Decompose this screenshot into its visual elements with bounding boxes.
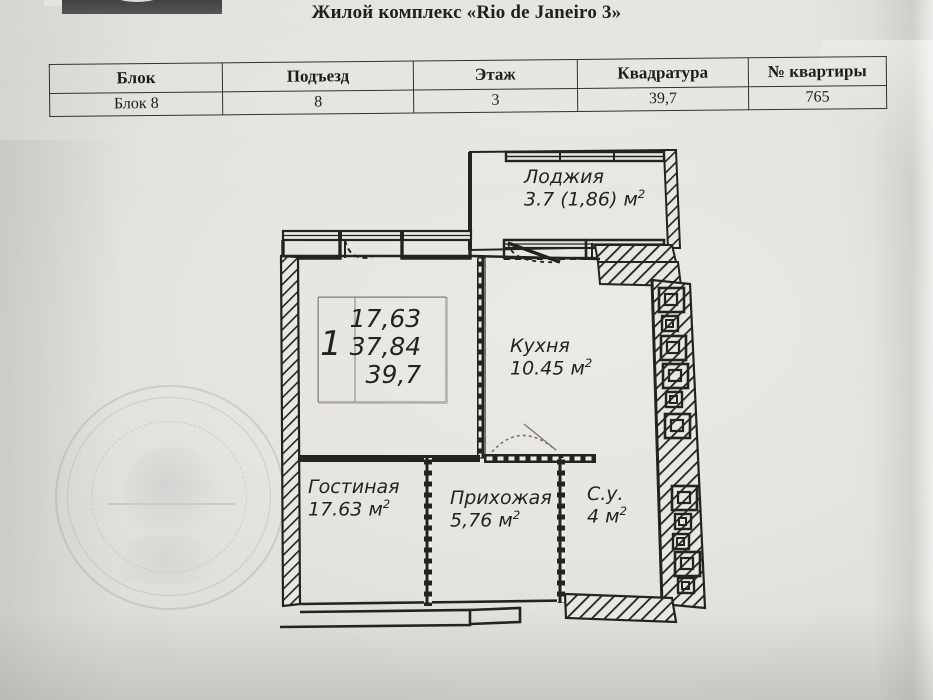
summary-area-total-living: 37,84: [349, 332, 422, 361]
stamp-emblem: [125, 447, 221, 543]
hallway-name: Прихожая: [450, 487, 552, 509]
room-label-bathroom: С.у. 4 м2: [587, 483, 627, 527]
top-window-wall: [281, 229, 473, 260]
top-clipped-object: [62, 0, 222, 14]
bathroom-area: 4 м2: [587, 504, 627, 528]
stamp-dashed-ring: [91, 421, 247, 573]
top-right-bearing-wall: [593, 244, 683, 288]
living-room-area: 17.63 м2: [308, 497, 391, 521]
apartment-summary-block: 1 17,63 37,84 39,7: [320, 305, 421, 389]
hallway-area: 5,76 м2: [450, 508, 521, 532]
ink-stamp-watermark: [55, 385, 285, 610]
page-title: Жилой комплекс «Rio de Janeiro 3»: [311, 2, 622, 23]
summary-area-living: 17,63: [349, 304, 422, 333]
rooms-count: 1: [320, 324, 342, 364]
bathroom-name: С.у.: [587, 483, 624, 505]
kitchen-name: Кухня: [510, 335, 570, 357]
room-label-loggia: Лоджия 3.7 (1,86) м2: [524, 166, 645, 210]
room-label-living-room: Гостиная 17.63 м2: [308, 476, 400, 520]
stamp-text-smudge: [101, 535, 231, 585]
summary-areas: 17,63 37,84 39,7: [350, 305, 422, 389]
stamp-inner-ring: [67, 397, 271, 596]
summary-pencil-box: [318, 297, 448, 404]
stamp-divider-line: [107, 503, 235, 505]
interior-partitions: [298, 257, 596, 606]
room-label-kitchen: Кухня 10.45 м2: [510, 335, 592, 379]
plan-geometry: [279, 148, 707, 629]
kitchen-area: 10.45 м2: [510, 356, 593, 380]
loggia-walls: [468, 148, 682, 252]
loggia-area: 3.7 (1,86) м2: [524, 187, 646, 211]
room-label-hallway: Прихожая 5,76 м2: [450, 487, 552, 531]
living-room-name: Гостиная: [308, 476, 400, 498]
bottom-right-bearing-wall: [563, 592, 678, 624]
right-wall-column-markers: [657, 286, 702, 595]
pencil-construction-lines: [317, 296, 447, 403]
summary-area-total: 39,7: [365, 360, 422, 389]
loggia-name: Лоджия: [524, 166, 604, 188]
